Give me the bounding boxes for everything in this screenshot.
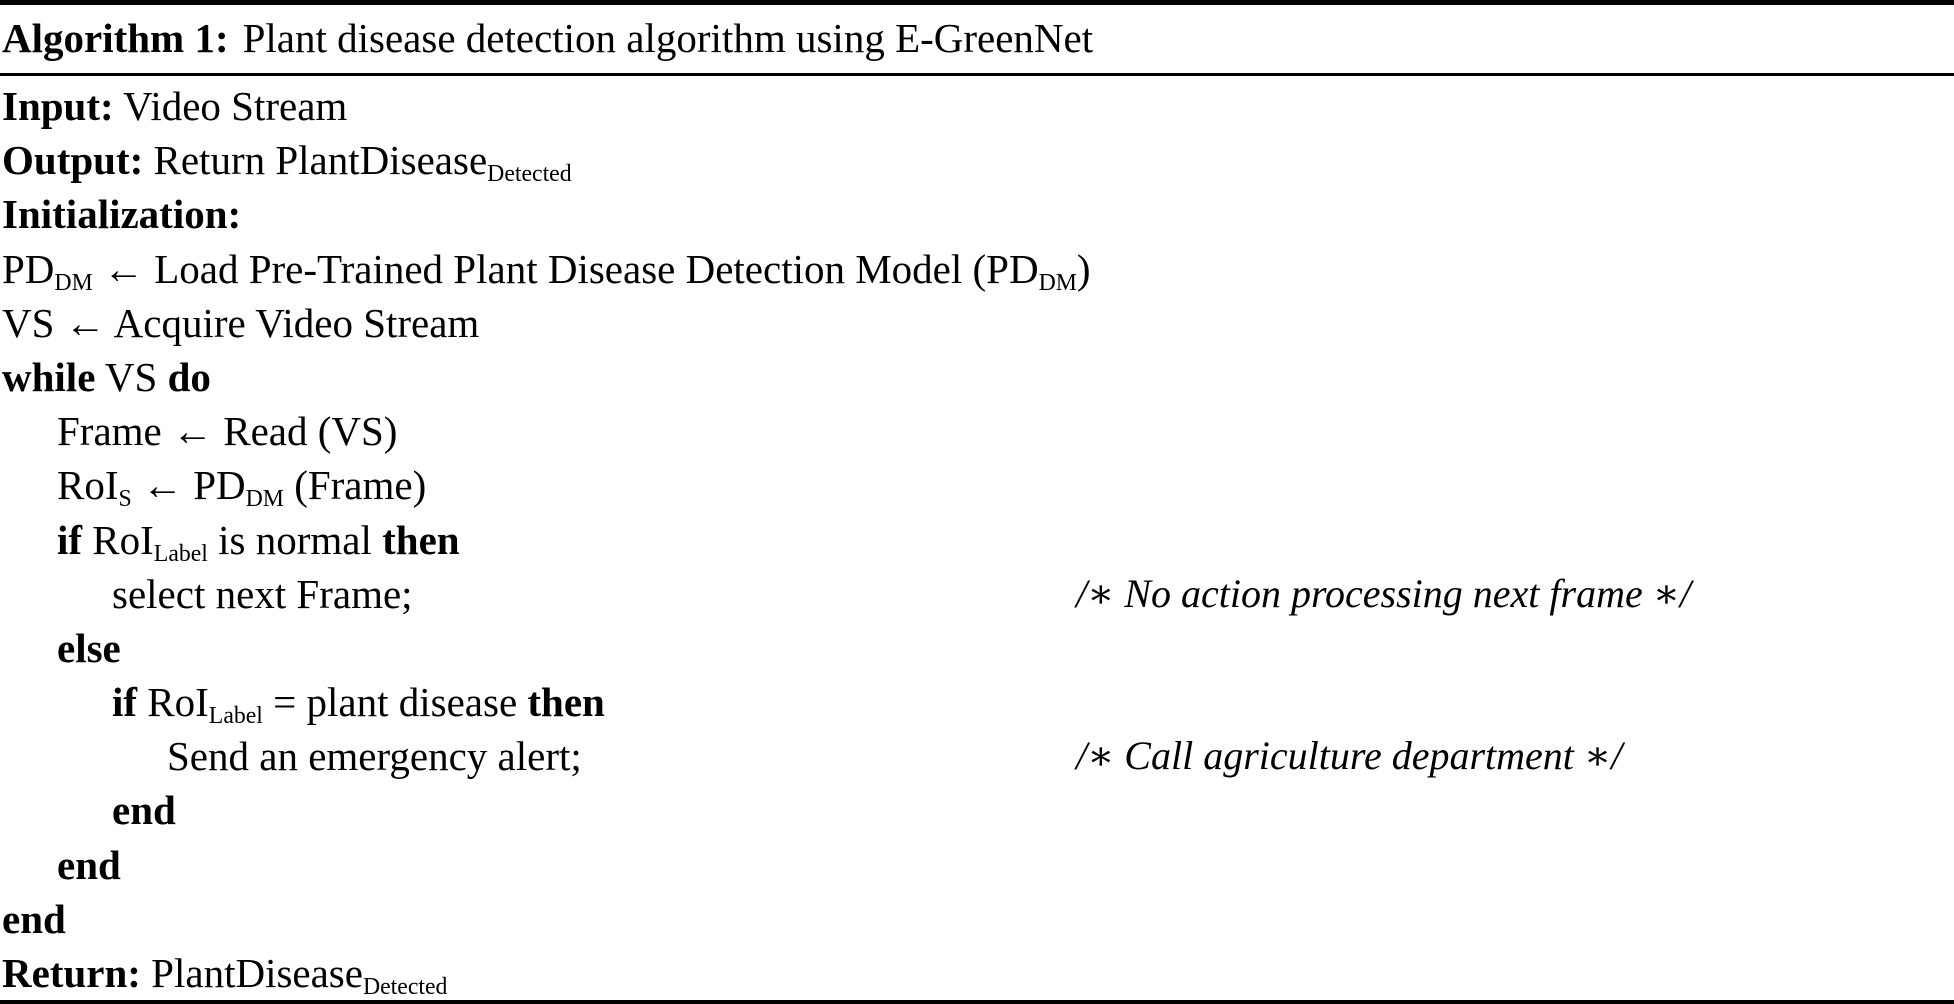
algorithm-line-initialization: Initialization: xyxy=(0,187,1954,241)
line-subscript-output: Detected xyxy=(487,161,572,188)
algorithm-line-send-alert: Send an emergency alert; /∗ Call agricult… xyxy=(0,729,1954,783)
algorithm-caption: Algorithm 1: Plant disease detection algo… xyxy=(0,5,1954,73)
line-subscript-mid-detect-rois: DM xyxy=(245,486,284,513)
line-keyword-end-while-vs: do xyxy=(167,353,211,400)
algorithm-line-select-next-frame: select next Frame; /∗ No action processin… xyxy=(0,567,1954,621)
line-mid-load-model: ← Load Pre-Trained Plant Disease Detecti… xyxy=(92,245,1039,292)
line-mid-if-normal: is normal xyxy=(207,516,383,563)
line-text-select-next-frame: select next Frame; xyxy=(112,570,413,617)
line-pre-detect-rois: RoI xyxy=(57,462,119,509)
line-subscript-return: Detected xyxy=(362,974,448,1001)
line-keyword-start-else: else xyxy=(57,624,121,671)
line-keyword-output: Output: xyxy=(2,137,144,184)
line-subscript-pre-detect-rois: S xyxy=(118,486,132,513)
line-keyword-end-if-normal: then xyxy=(382,516,460,563)
line-keyword-return: Return: xyxy=(2,950,141,996)
line-keyword-start-while-vs: while xyxy=(2,353,96,400)
line-text-while-vs: VS xyxy=(95,353,168,400)
line-subscript-pre-if-normal: Label xyxy=(153,540,208,567)
line-text-input: Video Stream xyxy=(113,83,348,129)
top-rule xyxy=(0,0,1954,5)
line-comment-select-next-frame: /∗ No action processing next frame ∗/ xyxy=(1076,570,1692,616)
line-comment-send-alert: /∗ Call agriculture department ∗/ xyxy=(1076,733,1623,779)
line-subscript-pre-load-model: DM xyxy=(54,269,93,296)
algorithm-line-acquire-stream: VS ← Acquire Video Stream xyxy=(0,296,1954,350)
algorithm-line-output: Output: Return PlantDiseaseDetected xyxy=(0,133,1954,187)
algorithm-line-if-normal: if RoILabel is normal then xyxy=(0,513,1954,567)
algorithm-line-if-plant-disease: if RoILabel = plant disease then xyxy=(0,675,1954,729)
line-keyword-end-if-plant-disease: then xyxy=(527,679,605,726)
bottom-rule xyxy=(0,1000,1954,1004)
line-keyword-start-end-inner-if: end xyxy=(112,787,176,834)
line-text-acquire-stream: VS ← Acquire Video Stream xyxy=(2,299,480,346)
line-pre-if-normal: RoI xyxy=(82,516,154,563)
line-keyword-start-if-normal: if xyxy=(57,516,83,563)
algorithm-line-read-frame: Frame ← Read (VS) xyxy=(0,404,1954,458)
line-text-return: PlantDisease xyxy=(140,950,363,996)
algorithm-number-label: Algorithm 1: xyxy=(2,15,229,61)
line-subscript-mid-load-model: DM xyxy=(1038,269,1077,296)
line-keyword-initialization: Initialization: xyxy=(2,191,242,238)
line-keyword-start-end-while: end xyxy=(2,895,66,942)
line-text-send-alert: Send an emergency alert; xyxy=(167,733,582,780)
line-subscript-pre-if-plant-disease: Label xyxy=(208,703,263,730)
line-keyword-start-end-outer-if: end xyxy=(57,841,121,888)
line-post-detect-rois: (Frame) xyxy=(283,462,427,509)
line-mid-detect-rois: ← PD xyxy=(131,462,246,509)
algorithm-line-else: else xyxy=(0,621,1954,675)
algorithm-line-load-model: PDDM ← Load Pre-Trained Plant Disease De… xyxy=(0,242,1954,296)
line-keyword-start-if-plant-disease: if xyxy=(112,679,138,726)
line-text-output: Return PlantDisease xyxy=(143,137,488,184)
header-separator-rule xyxy=(0,73,1954,76)
algorithm-line-end-while: end xyxy=(0,892,1954,946)
line-keyword-input: Input: xyxy=(2,83,114,129)
line-pre-if-plant-disease: RoI xyxy=(137,679,209,726)
line-pre-load-model: PD xyxy=(2,245,55,292)
algorithm-line-end-inner-if: end xyxy=(0,783,1954,837)
algorithm-line-end-outer-if: end xyxy=(0,838,1954,892)
algorithm-line-detect-rois: RoIS ← PDDM (Frame) xyxy=(0,458,1954,512)
algorithm-line-return: Return: PlantDiseaseDetected xyxy=(0,946,1954,1000)
algorithm-line-while-vs: while VS do xyxy=(0,350,1954,404)
line-mid-if-plant-disease: = plant disease xyxy=(262,679,528,726)
line-text-read-frame: Frame ← Read (VS) xyxy=(57,408,398,455)
algorithm-title: Plant disease detection algorithm using … xyxy=(242,15,1094,61)
line-post-load-model: ) xyxy=(1076,245,1091,292)
algorithm-line-input: Input: Video Stream xyxy=(0,79,1954,133)
